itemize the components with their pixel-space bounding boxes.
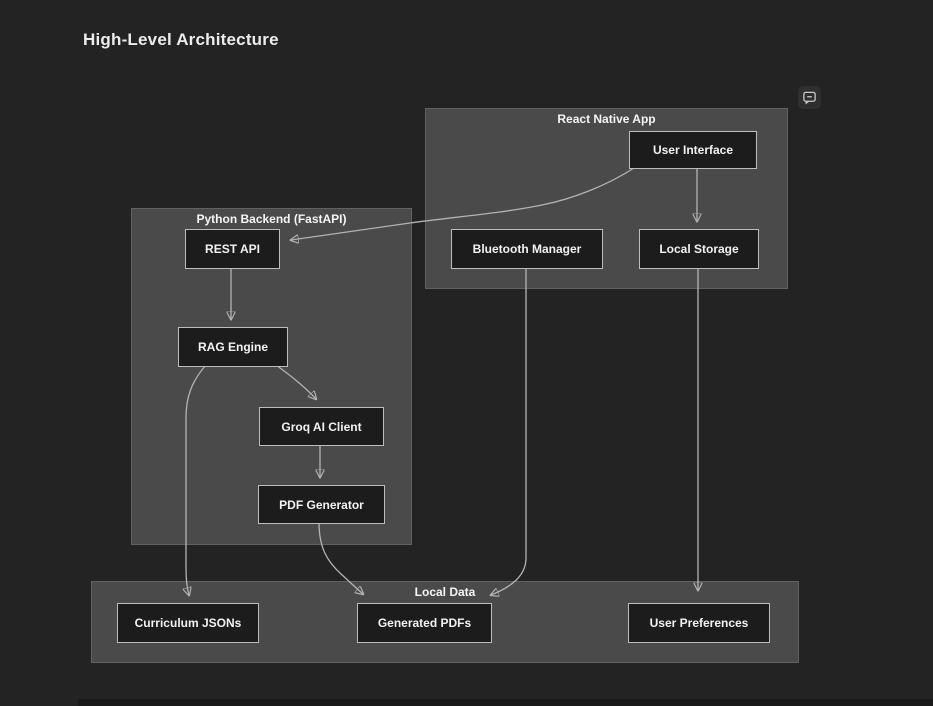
node-local-storage: Local Storage [639, 229, 759, 269]
node-user-interface: User Interface [629, 131, 757, 169]
node-user-preferences: User Preferences [628, 603, 770, 643]
cluster-label: Local Data [414, 585, 476, 599]
node-bluetooth-manager: Bluetooth Manager [451, 229, 603, 269]
node-curriculum-jsons: Curriculum JSONs [117, 603, 259, 643]
edge-pdf-generator-to-generated-pdfs [318, 521, 363, 594]
cluster-label: Python Backend (FastAPI) [196, 212, 347, 226]
node-rest-api: REST API [185, 229, 280, 269]
comment-icon [803, 91, 816, 105]
node-groq-ai-client: Groq AI Client [259, 407, 384, 446]
next-block-edge [78, 699, 933, 706]
cluster-label: React Native App [557, 112, 656, 126]
node-pdf-generator: PDF Generator [258, 485, 385, 524]
edge-rag-engine-to-curriculum-jsons [186, 364, 207, 595]
edge-rag-engine-to-groq-ai-client [275, 364, 316, 399]
comment-button[interactable] [798, 86, 821, 109]
node-generated-pdfs: Generated PDFs [357, 603, 492, 643]
edge-bluetooth-manager-to-generated-pdfs [491, 267, 527, 595]
page-title: High-Level Architecture [83, 30, 279, 49]
node-rag-engine: RAG Engine [178, 327, 288, 367]
edge-user-interface-to-rest-api [291, 167, 635, 240]
